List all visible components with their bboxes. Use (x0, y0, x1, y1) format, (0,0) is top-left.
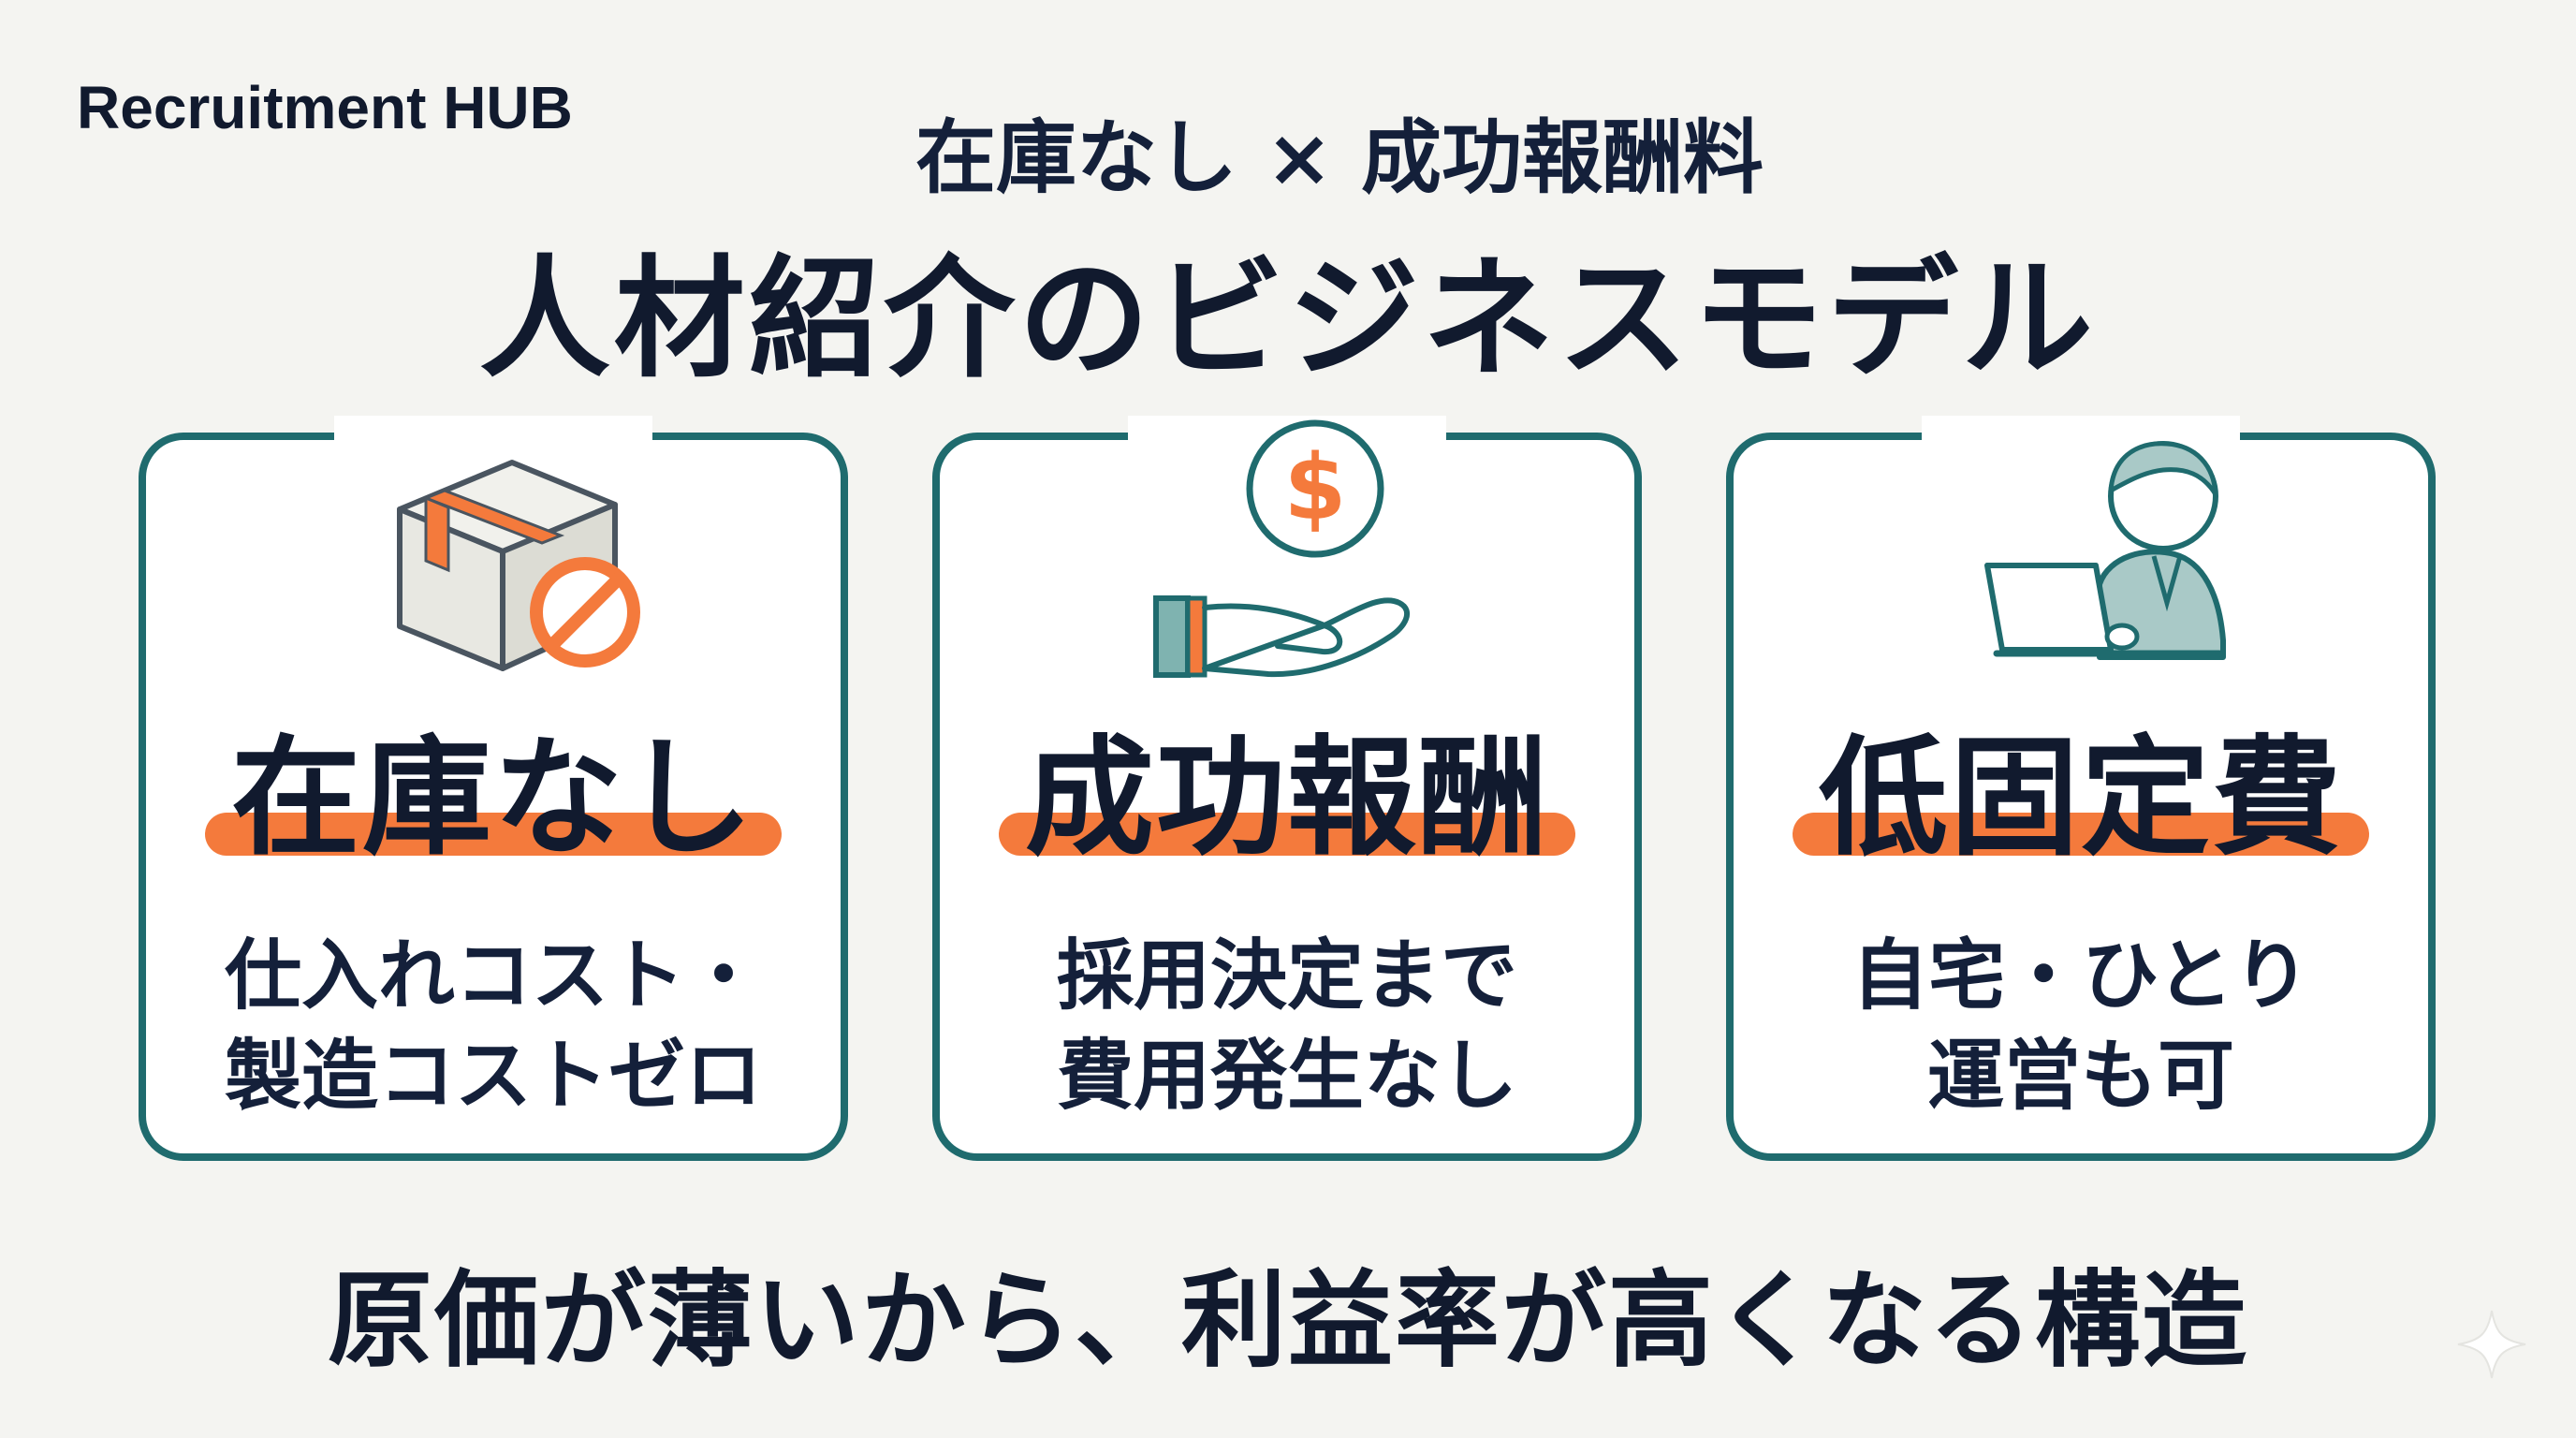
subtitle: 在庫なし × 成功報酬料 (915, 111, 1764, 205)
desc-line: 費用発生なし (1056, 1031, 1517, 1121)
dollar-hand-icon: $ (1128, 416, 1446, 697)
card-description: 採用決定まで 費用発生なし (940, 927, 1634, 1126)
desc-line: 製造コストゼロ (224, 1031, 762, 1121)
card-no-inventory: 在庫なし 仕入れコスト・ 製造コストゼロ (139, 416, 848, 1161)
svg-text:$: $ (1284, 435, 1347, 540)
card-heading: 低固定費 (1792, 721, 2369, 876)
card-description: 仕入れコスト・ 製造コストゼロ (146, 927, 841, 1126)
card-heading: 成功報酬 (998, 721, 1575, 876)
person-laptop-icon (1922, 416, 2240, 697)
desc-line: 運営も可 (1926, 1031, 2234, 1121)
brand-logo-text: Recruitment HUB (77, 74, 573, 141)
card-description: 自宅・ひとり 運営も可 (1734, 927, 2428, 1126)
sparkle-icon (2454, 1307, 2529, 1382)
page-title: 人材紹介のビジネスモデル (478, 243, 2097, 396)
card-success-fee: $ 成功報酬 採用決定まで 費用発生なし (932, 416, 1642, 1161)
desc-line: 採用決定まで (1056, 932, 1517, 1020)
desc-line: 自宅・ひとり (1852, 932, 2310, 1020)
desc-line: 仕入れコスト・ (224, 932, 762, 1020)
box-no-icon (334, 416, 652, 697)
bottom-message: 原価が薄いから、利益率が高くなる構造 (328, 1260, 2248, 1382)
card-heading: 在庫なし (204, 721, 782, 876)
card-low-fixed-cost: 低固定費 自宅・ひとり 運営も可 (1726, 416, 2436, 1161)
